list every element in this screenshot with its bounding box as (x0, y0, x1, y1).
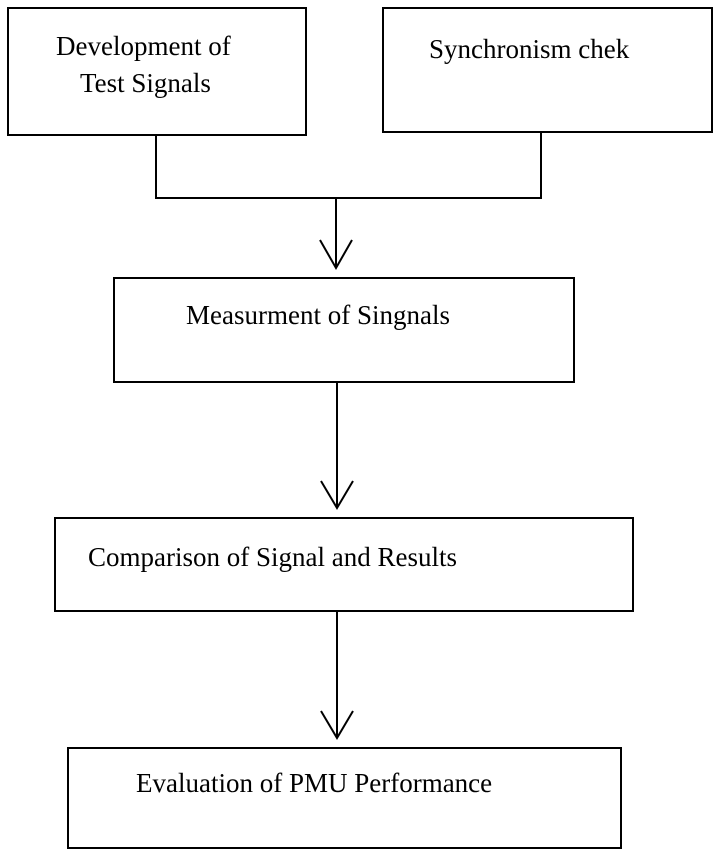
node-development-label-line1: Development of (56, 31, 231, 61)
node-comparison-label: Comparison of Signal and Results (88, 542, 457, 572)
arrowhead-measurement (319, 239, 353, 271)
arrowhead-comparison (320, 480, 354, 510)
edge-development-to-merge (155, 133, 542, 199)
node-synchronism: Synchronism chek (382, 7, 713, 133)
arrowhead-evaluation (320, 710, 354, 740)
node-development: Development of Test Signals (7, 7, 307, 136)
node-measurement: Measurment of Singnals (113, 277, 575, 383)
node-development-label-line2: Test Signals (80, 68, 211, 98)
node-comparison: Comparison of Signal and Results (54, 517, 634, 612)
node-evaluation-label: Evaluation of PMU Performance (136, 768, 493, 798)
node-evaluation: Evaluation of PMU Performance (67, 747, 622, 849)
node-synchronism-label: Synchronism chek (429, 34, 630, 64)
node-measurement-label: Measurment of Singnals (186, 300, 450, 330)
